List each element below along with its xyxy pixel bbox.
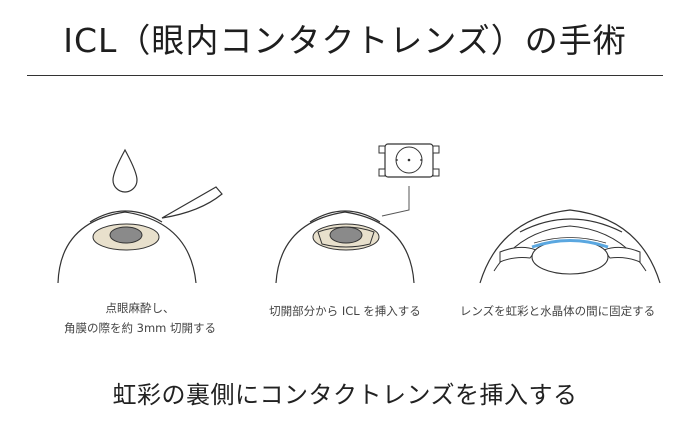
eyeball-outline — [479, 209, 661, 284]
step-1-illustration — [57, 148, 223, 284]
cornea-arc — [519, 218, 623, 233]
step-2-caption: 切開部分から ICL を挿入する — [245, 301, 445, 321]
step-2-illustration — [275, 143, 440, 284]
page-title: ICL（眼内コンタクトレンズ）の手術 — [63, 21, 627, 60]
inserted-lens — [317, 226, 375, 248]
icl-position-highlight — [531, 239, 609, 249]
title-divider — [27, 75, 663, 76]
caption-line: 点眼麻酔し、 — [105, 301, 175, 315]
step-3-illustration — [479, 209, 661, 284]
summary-caption: 虹彩の裏側にコンタクトレンズを挿入する — [112, 381, 578, 409]
eye-drop-icon — [112, 148, 138, 193]
caption-line: レンズを虹彩と水晶体の間に固定する — [459, 304, 656, 318]
caption-line: 角膜の際を約 3mm 切開する — [63, 321, 217, 335]
caption-line: 切開部分から ICL を挿入する — [269, 304, 421, 318]
eyeball-outline — [57, 211, 197, 284]
cornea-arc — [309, 210, 381, 223]
eyeball-outline — [275, 211, 415, 284]
leader-line — [381, 186, 410, 217]
scalpel-icon — [161, 186, 223, 219]
iris-right — [603, 246, 641, 263]
pupil — [109, 226, 143, 244]
cornea-arc — [89, 210, 163, 223]
step-1-caption: 点眼麻酔し、 角膜の際を約 3mm 切開する — [35, 298, 245, 338]
step-3-caption: レンズを虹彩と水晶体の間に固定する — [440, 301, 675, 321]
pupil — [329, 226, 363, 244]
iris-left — [499, 246, 537, 263]
